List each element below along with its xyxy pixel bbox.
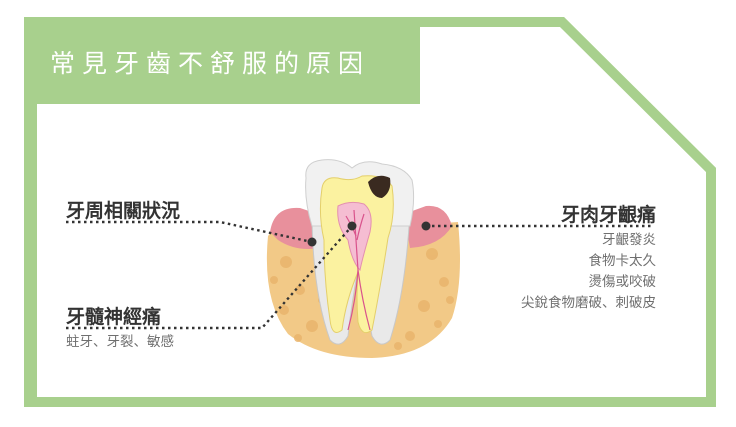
gum-heading: 牙肉牙齦痛 (560, 204, 656, 226)
gum-detail-item: 燙傷或咬破 (588, 274, 657, 290)
gum-left (270, 207, 320, 249)
gum-detail-item: 食物卡太久 (588, 253, 657, 269)
periodontal-heading: 牙周相關狀況 (66, 200, 181, 222)
bone-texture (270, 248, 454, 350)
page-title: 常見牙齒不舒服的原因 (50, 49, 371, 78)
gum-detail-item: 尖銳食物磨破、刺破皮 (521, 295, 656, 311)
marker-periodontal (307, 237, 317, 247)
gum-details-list: 牙齦發炎 食物卡太久 燙傷或咬破 尖銳食物磨破、刺破皮 (521, 230, 656, 314)
marker-pulp (347, 221, 357, 231)
pulp-details: 蛀牙、牙裂、敏感 (66, 334, 174, 350)
cavity (368, 175, 391, 198)
title-banner (24, 17, 420, 402)
leader-lines (66, 220, 654, 330)
pulp-heading: 牙髓神經痛 (66, 306, 162, 328)
gum-detail-item: 牙齦發炎 (602, 232, 656, 248)
marker-gum (421, 221, 431, 231)
